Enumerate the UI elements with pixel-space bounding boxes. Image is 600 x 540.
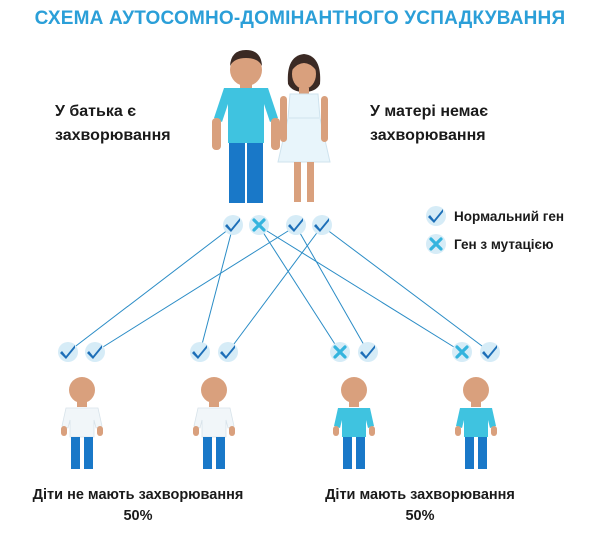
legend-mutated: Ген з мутацією — [426, 233, 553, 255]
mother-label: У матері немає захворювання — [370, 103, 489, 144]
mother-figure — [277, 54, 331, 202]
mother-normal-gene-icon-1 — [286, 215, 306, 235]
legend-normal-label: Нормальний ген — [454, 208, 565, 224]
father-normal-gene-icon — [223, 215, 243, 235]
child-3-affected — [333, 377, 375, 469]
child-4-genes — [450, 340, 500, 364]
legend-mutated-label: Ген з мутацією — [454, 236, 554, 252]
child-2-genes — [190, 342, 238, 362]
caption-affected-percent: 50% — [405, 508, 435, 524]
child-1-healthy — [60, 376, 104, 470]
father-genes — [223, 213, 271, 237]
caption-affected: Діти мають захворювання 50% — [290, 485, 550, 527]
child-1-genes — [58, 342, 105, 362]
father-label: У батька є захворювання — [55, 103, 171, 144]
mother-genes — [286, 215, 332, 235]
caption-affected-text: Діти мають захворювання — [325, 487, 515, 503]
father-mutated-gene-icon — [247, 213, 271, 237]
diagram-title: СХЕМА АУТОСОМНО-ДОМІНАНТНОГО УСПАДКУВАНН… — [34, 8, 566, 29]
father-figure — [212, 50, 280, 203]
mother-normal-gene-icon-2 — [312, 215, 332, 235]
caption-healthy-text: Діти не мають захворювання — [32, 487, 244, 503]
child-4-affected — [455, 377, 497, 469]
child-3-genes — [328, 340, 378, 364]
caption-healthy-percent: 50% — [123, 508, 153, 524]
child-2-healthy — [192, 376, 236, 470]
caption-healthy: Діти не мають захворювання 50% — [8, 485, 268, 527]
legend-normal: Нормальний ген — [426, 205, 564, 227]
inheritance-lines — [67, 225, 491, 353]
